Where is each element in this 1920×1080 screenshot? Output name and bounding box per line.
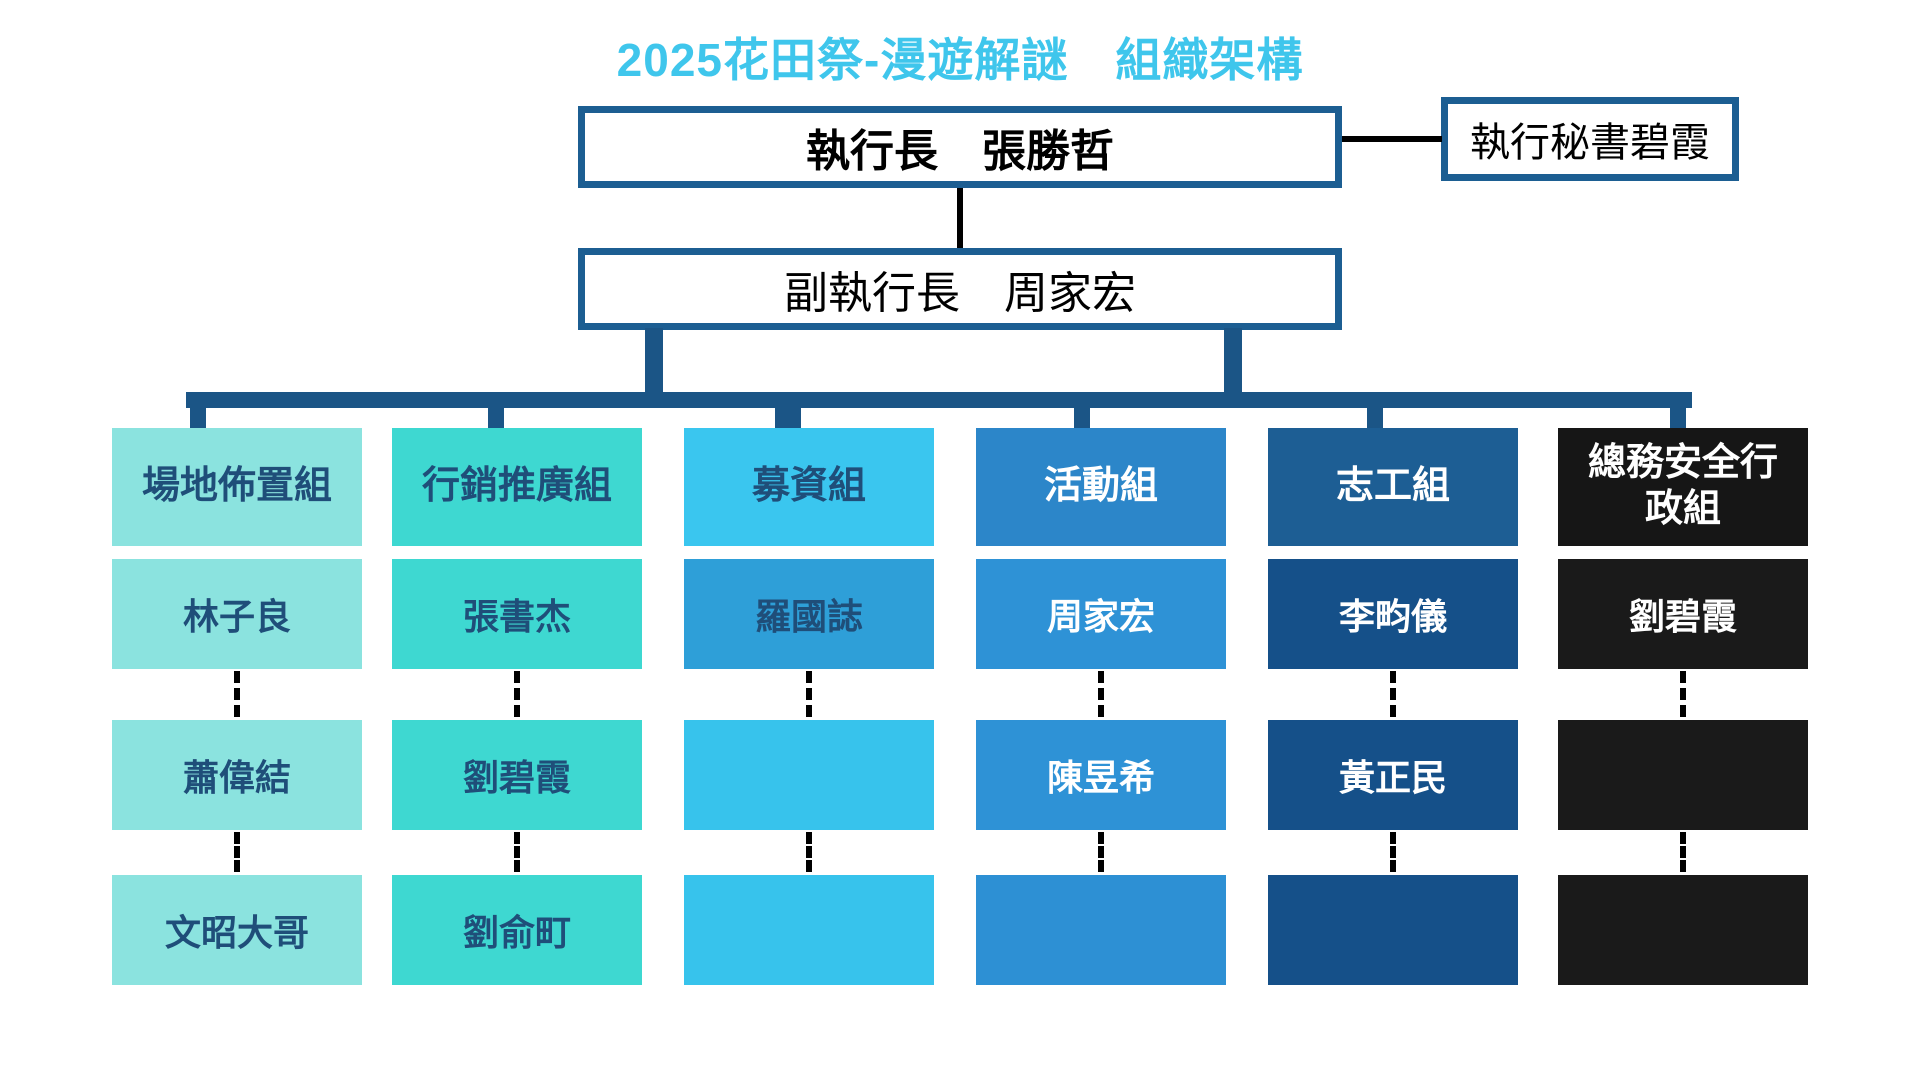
page-title: 2025花田祭-漫遊解謎 組織架構 [616, 34, 1304, 86]
dotted-connector [806, 671, 812, 717]
dept-header-marketing: 行銷推廣組 [392, 428, 642, 546]
dotted-connector [1098, 832, 1104, 872]
dotted-connector [234, 671, 240, 717]
member-cell: 林子良 [112, 559, 362, 669]
member-cell: 劉碧霞 [392, 720, 642, 830]
member-cell [1558, 720, 1808, 830]
deputy-ceo-box: 副執行長 周家宏 [578, 248, 1342, 330]
dept-column-venue: 場地佈置組 林子良 蕭偉結 文昭大哥 [112, 428, 362, 985]
member-cell [1558, 875, 1808, 985]
member-cell [976, 875, 1226, 985]
dept-column-activity: 活動組 周家宏 陳昱希 [976, 428, 1226, 985]
connector-ceo-secretary [1342, 136, 1442, 142]
connector-deputy-right-drop [1224, 328, 1242, 396]
dotted-connector [234, 832, 240, 872]
connector-stub-fundraising [775, 404, 801, 430]
dotted-connector [1680, 671, 1686, 717]
connector-stub-general-affairs [1670, 404, 1686, 430]
member-cell [684, 720, 934, 830]
dept-column-fundraising: 募資組 羅國誌 [684, 428, 934, 985]
member-cell: 周家宏 [976, 559, 1226, 669]
member-cell: 李畇儀 [1268, 559, 1518, 669]
member-cell: 張書杰 [392, 559, 642, 669]
member-cell: 劉碧霞 [1558, 559, 1808, 669]
connector-stub-volunteer [1367, 404, 1383, 430]
dept-header-activity: 活動組 [976, 428, 1226, 546]
dotted-connector [1680, 832, 1686, 872]
connector-stub-marketing [488, 404, 504, 430]
member-cell [1268, 875, 1518, 985]
connector-stub-venue [190, 404, 206, 430]
dept-header-general-affairs: 總務安全行政組 [1558, 428, 1808, 546]
dotted-connector [1390, 832, 1396, 872]
dotted-connector [514, 832, 520, 872]
connector-ceo-deputy [957, 188, 963, 248]
member-cell: 蕭偉結 [112, 720, 362, 830]
connector-horizontal-bus [186, 392, 1692, 408]
dept-column-volunteer: 志工組 李畇儀 黃正民 [1268, 428, 1518, 985]
member-cell: 陳昱希 [976, 720, 1226, 830]
ceo-box: 執行長 張勝哲 [578, 106, 1342, 188]
dept-header-fundraising: 募資組 [684, 428, 934, 546]
dotted-connector [806, 832, 812, 872]
dept-header-venue: 場地佈置組 [112, 428, 362, 546]
member-cell: 羅國誌 [684, 559, 934, 669]
member-cell [684, 875, 934, 985]
member-cell: 黃正民 [1268, 720, 1518, 830]
connector-stub-activity [1074, 404, 1090, 430]
dept-header-volunteer: 志工組 [1268, 428, 1518, 546]
connector-deputy-left-drop [645, 328, 663, 396]
dept-column-marketing: 行銷推廣組 張書杰 劉碧霞 劉俞町 [392, 428, 642, 985]
dotted-connector [514, 671, 520, 717]
dotted-connector [1390, 671, 1396, 717]
executive-secretary-box: 執行秘書碧霞 [1441, 97, 1739, 181]
member-cell: 劉俞町 [392, 875, 642, 985]
member-cell: 文昭大哥 [112, 875, 362, 985]
dotted-connector [1098, 671, 1104, 717]
dept-column-general-affairs: 總務安全行政組 劉碧霞 [1558, 428, 1808, 985]
